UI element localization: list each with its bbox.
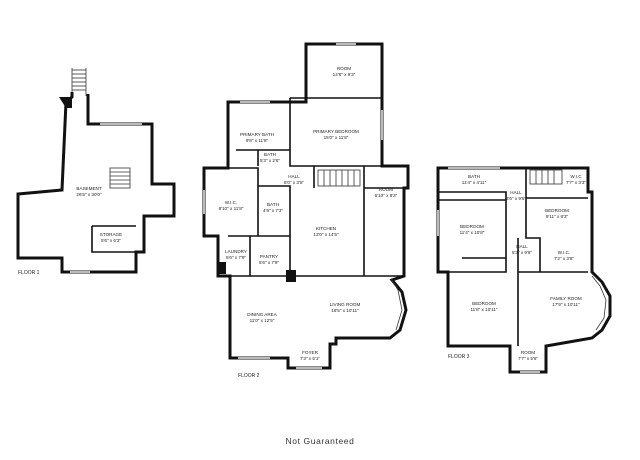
storage-walls [91,225,136,253]
floor-2-label: FLOOR 2 [238,373,260,379]
room-dims-family-room: 17'9" x 10'11" [552,302,580,307]
room-label-primary-bedroom: PRIMARY BEDROOM [313,129,359,134]
room-label-dining-area: DINING AREA [247,312,278,317]
floor-2-interior-walls [228,97,404,277]
room-dims-bath-3: 11'4" x 4'11" [462,180,487,185]
disclaimer: Not Guaranteed [286,436,355,446]
floor-2-plan: ROOM 12'8" x 9'3" PRIMARY BATH 9'8" x 11… [202,42,410,379]
room-dims-bath-2: 4'9" x 7'3" [263,208,283,213]
room-dims-bedroom-3b: 9'11" x 8'3" [546,214,569,219]
room-dims-dining-area: 11'0" x 12'5" [250,318,275,323]
floor-3-outline [436,166,612,374]
room-label-basement: BASEMENT [76,186,101,191]
floor-1-label: FLOOR 1 [18,270,40,276]
floor-3-interior-walls [438,168,588,346]
room-dims-kitchen: 13'0" x 14'5" [313,232,339,237]
room-label-family-room: FAMILY ROOM [550,296,582,301]
room-dims-wic-3a: 7'7" x 3'3" [566,180,586,185]
room-dims-bedroom-3c: 11'8" x 10'11" [470,307,497,312]
floor-3-label: FLOOR 3 [448,354,470,360]
room-label-room-3: ROOM [521,350,535,355]
room-dims-primary-bath: 9'8" x 11'8" [246,138,269,143]
floor-2-outline [202,42,410,370]
room-label-bath-3: BATH [468,174,480,179]
room-label-storage: STORAGE [100,232,122,237]
room-dims-primary-bedroom: 15'0" x 11'8" [324,135,349,140]
room-label-living-room: LIVING ROOM [330,302,361,307]
room-dims-hall-2: 8'0" x 3'5" [284,180,304,185]
floor-2-stairs [317,169,361,187]
room-dims-wic-2: 8'10" x 11'8" [219,206,244,211]
room-label-bath-2: BATH [267,202,279,207]
room-label-hall-3b: HALL [516,244,528,249]
room-dims-bath-small: 5'3" x 2'6" [260,158,280,163]
room-dims-hall-3a: 3'6" x 9'5" [506,196,526,201]
room-label-kitchen: KITCHEN [316,226,336,231]
room-label-top-room: ROOM [337,66,351,71]
room-label-laundry: LAUNDRY [225,249,247,254]
room-dims-hall-3b: 5'3" x 9'6" [512,250,532,255]
basement-outline [16,92,176,274]
room-dims-room-3: 7'7" x 5'6" [518,356,538,361]
room-dims-laundry: 5'6" x 7'9" [226,255,246,260]
chimney-block [286,270,296,282]
room-dims-top-room: 12'8" x 9'3" [333,72,356,77]
room-dims-bedroom-3a: 11'4" x 10'8" [460,230,485,235]
room-label-wic-3b: W.I.C. [558,250,571,255]
floor-3-plan: BATH 11'4" x 4'11" W.I.C 7'7" x 3'3" HAL… [436,166,612,374]
room-label-pantry: PANTRY [260,254,278,259]
room-label-foyer: FOYER [302,350,319,355]
room-label-bedroom-3c: BEDROOM [472,301,496,306]
room-dims-wic-3b: 7'2" x 3'6" [554,256,574,261]
floor-3-stairs [529,169,563,185]
basement-stairs [71,68,87,96]
room-label-bedroom-3a: BEDROOM [460,224,484,229]
room-dims-foyer: 7'3" x 5'1" [300,356,320,361]
room-dims-pantry: 5'6" x 7'9" [259,260,279,265]
room-dims-living-room: 18'5" x 10'11" [331,308,359,313]
room-label-room-2: ROOM [379,187,393,192]
room-label-wic-3a: W.I.C [570,174,582,179]
laundry-block [218,262,226,274]
room-label-bath-small: BATH [264,152,276,157]
basement-inner-stairs [109,167,131,189]
room-dims-basement: 26'5" x 30'0" [76,192,102,197]
room-label-wic-2: W.I.C. [225,200,238,205]
room-label-primary-bath: PRIMARY BATH [240,132,274,137]
room-label-hall-2: HALL [288,174,300,179]
room-dims-room-2: 6'10" x 8'3" [375,193,398,198]
room-dims-storage: 5'6" x 6'3" [101,238,121,243]
room-label-hall-3a: HALL [510,190,522,195]
floor-1-plan: BASEMENT 26'5" x 30'0" STORAGE 5'6" x 6'… [16,68,176,276]
room-label-bedroom-3b: BEDROOM [545,208,569,213]
